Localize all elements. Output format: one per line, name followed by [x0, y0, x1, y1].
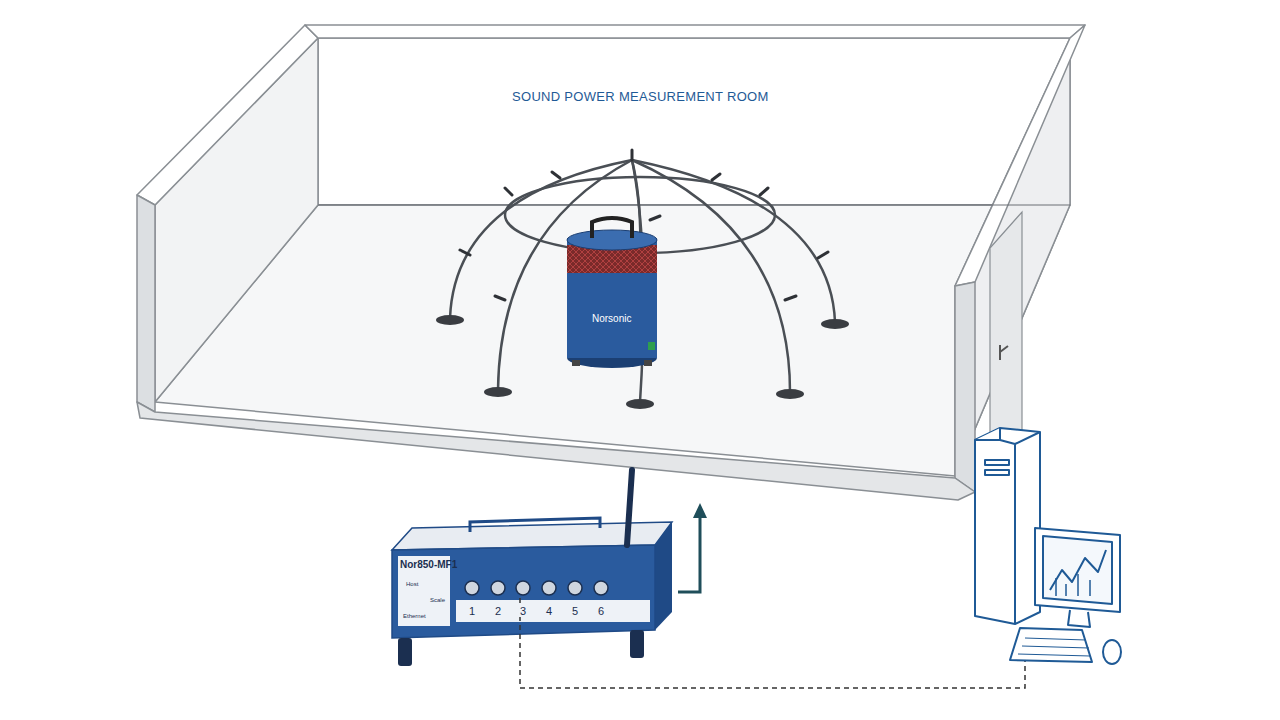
- channel-number: 1: [468, 605, 476, 617]
- channel-number: 6: [597, 605, 605, 617]
- channel-number: 2: [494, 605, 502, 617]
- port-label: Host: [406, 581, 418, 588]
- port-label: Scale: [430, 597, 445, 604]
- channel-number: 4: [545, 605, 553, 617]
- port-label: Ethernet: [403, 613, 426, 620]
- brand-label: Norsonic: [592, 313, 631, 324]
- device-label: Nor850-MF1: [398, 556, 460, 573]
- channel-number: 3: [519, 605, 527, 617]
- room-title: SOUND POWER MEASUREMENT ROOM: [512, 90, 769, 104]
- device-name: Nor850-MF1: [400, 559, 458, 570]
- channel-number: 5: [571, 605, 579, 617]
